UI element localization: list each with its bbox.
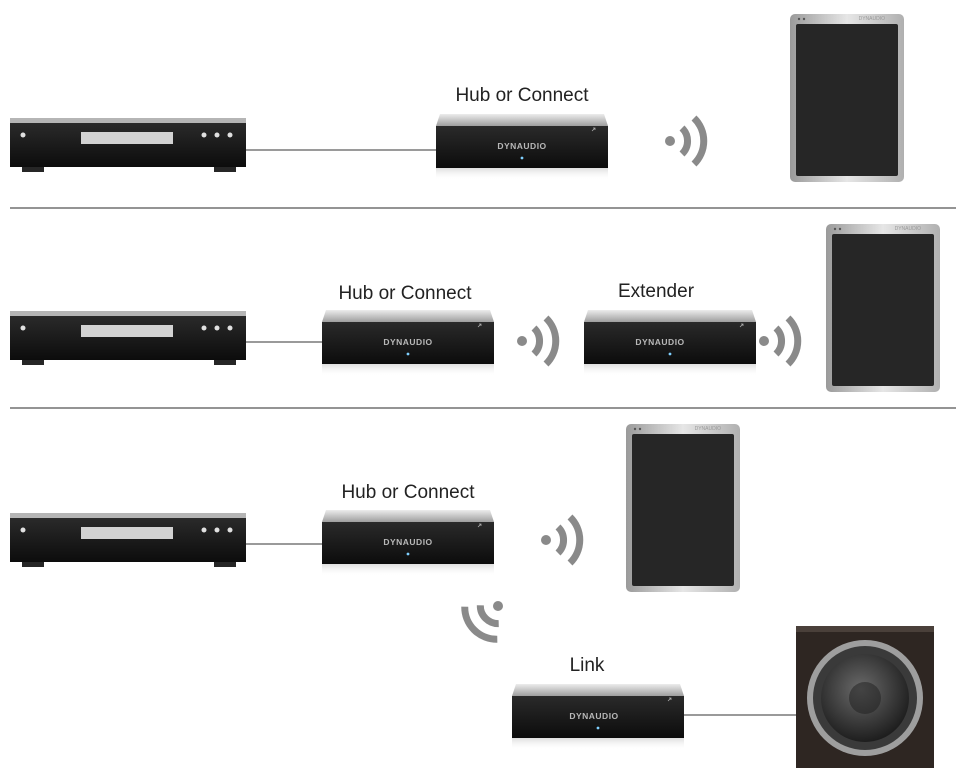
speaker-brand: DYNAUDIO — [859, 16, 886, 22]
speaker-icon: DYNAUDIO — [826, 224, 940, 392]
extender-device-icon: DYNAUDIO — [583, 309, 757, 377]
speaker-brand: DYNAUDIO — [695, 426, 722, 432]
speaker-brand: DYNAUDIO — [895, 226, 922, 232]
cd-player-icon — [10, 513, 246, 567]
cd-player-icon — [10, 311, 246, 365]
extender-label: Extender — [618, 281, 695, 302]
speaker-icon: DYNAUDIO — [790, 14, 904, 182]
row-1: DYNAUDIO Hub or Connect DYNAUDIO — [10, 14, 904, 182]
row-2: DYNAUDIO Hub or Connect DYNAUDIO Extende… — [10, 224, 940, 392]
link-device-icon: DYNAUDIO — [511, 683, 685, 751]
wireless-signal-icon — [517, 318, 556, 364]
row-3: DYNAUDIO Hub or Connect DYNAUDIO DYNAUDI… — [10, 424, 934, 768]
wireless-signal-icon — [541, 517, 580, 563]
link-brand: DYNAUDIO — [569, 711, 618, 721]
cd-player-icon — [10, 118, 246, 172]
hub-label: Hub or Connect — [455, 85, 589, 106]
extender-brand: DYNAUDIO — [635, 337, 684, 347]
hub-device-icon: DYNAUDIO — [435, 113, 609, 181]
link-label: Link — [570, 655, 605, 676]
hub-brand: DYNAUDIO — [383, 537, 432, 547]
hub-device-icon: DYNAUDIO — [321, 509, 495, 577]
hub-label: Hub or Connect — [338, 283, 472, 304]
hub-brand: DYNAUDIO — [497, 141, 546, 151]
subwoofer-icon — [796, 626, 934, 768]
wireless-signal-icon — [665, 118, 704, 164]
wireless-signal-icon — [458, 586, 518, 646]
wireless-signal-icon — [759, 318, 798, 364]
hub-device-icon: DYNAUDIO — [321, 309, 495, 377]
hub-brand: DYNAUDIO — [383, 337, 432, 347]
speaker-icon: DYNAUDIO — [626, 424, 740, 592]
hub-label: Hub or Connect — [341, 482, 475, 503]
